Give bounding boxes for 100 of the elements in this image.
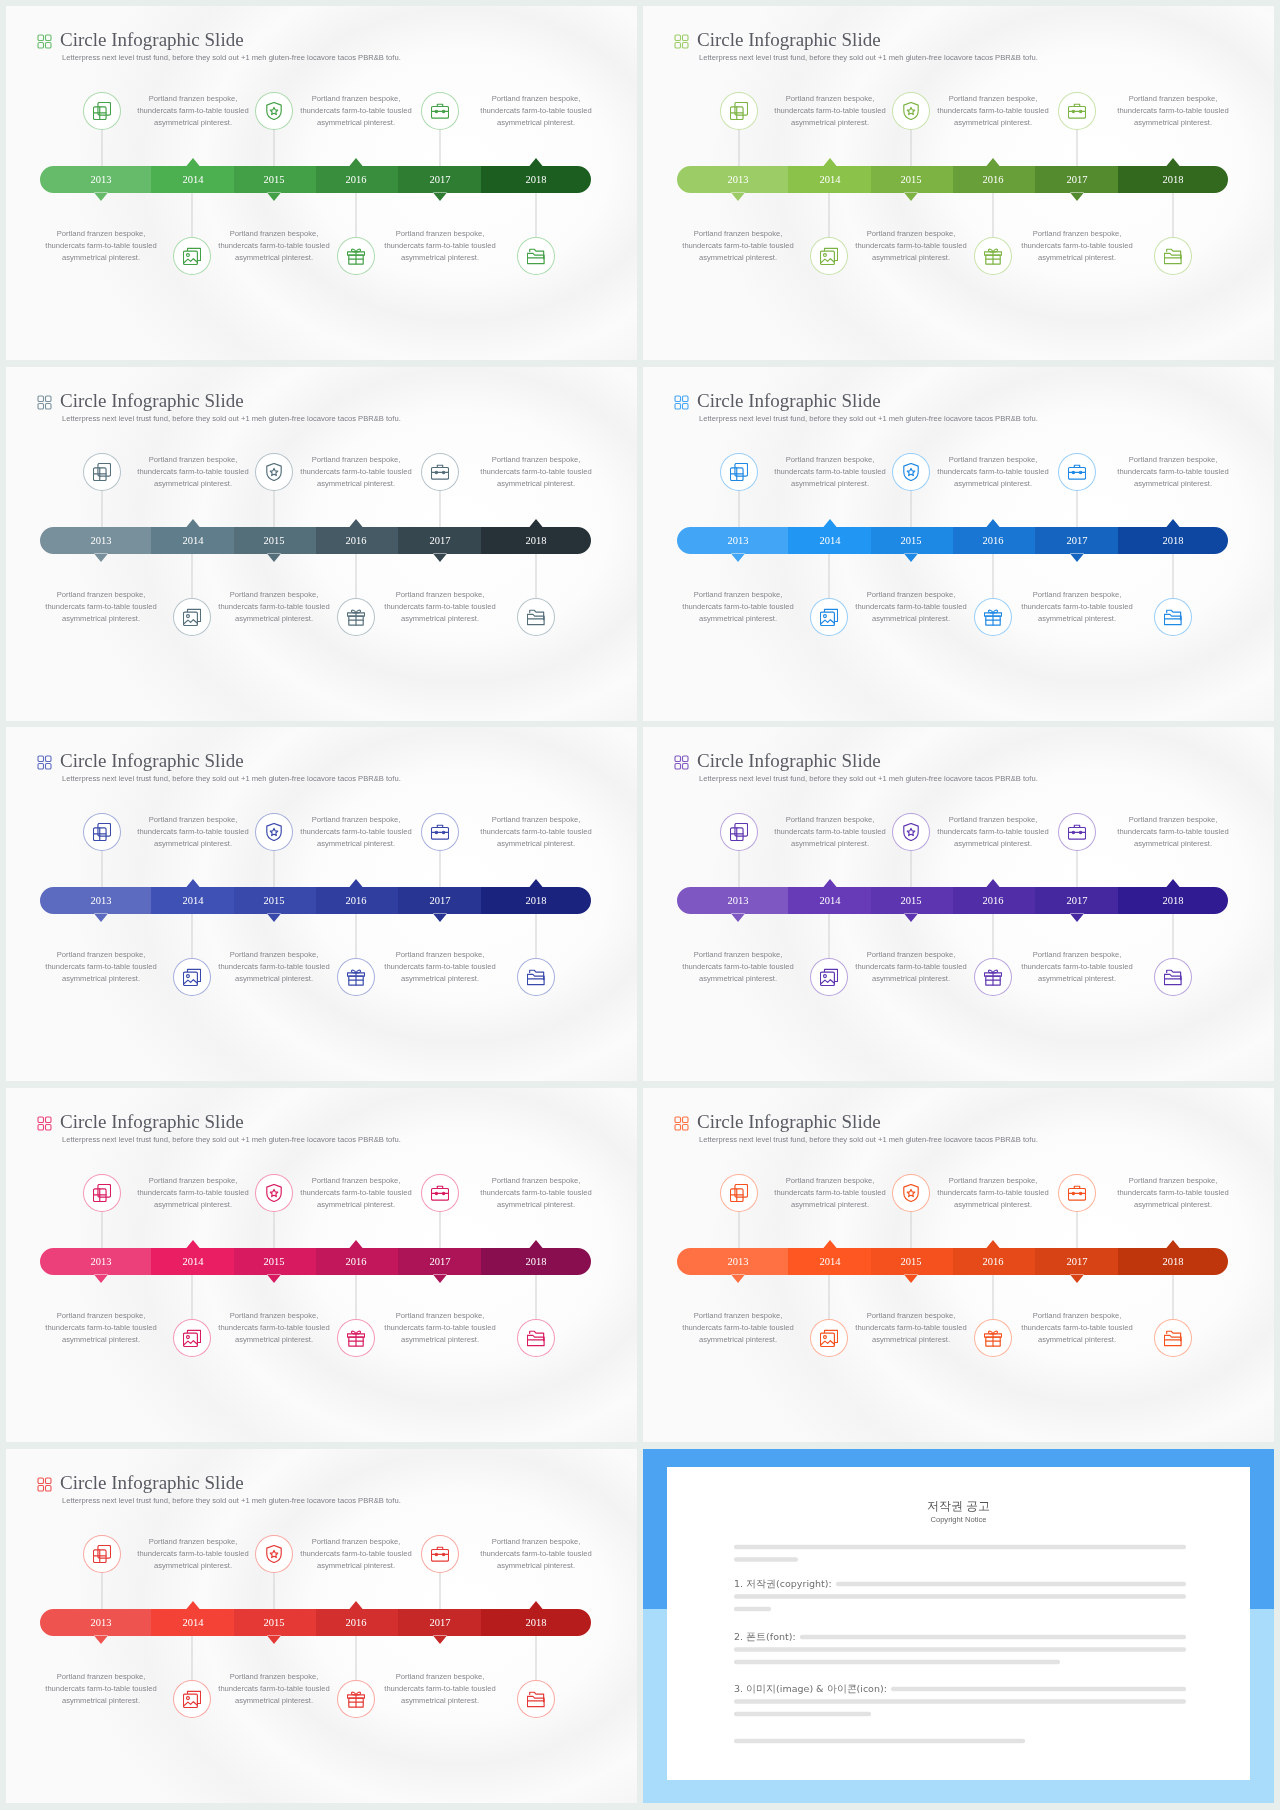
- icon-circle: [337, 598, 375, 636]
- timeline-segment: 2016: [316, 519, 398, 554]
- timeline-segment: 2013: [677, 887, 788, 922]
- icon-circle: [517, 598, 555, 636]
- slide-title: Circle Infographic Slide: [697, 389, 881, 413]
- icon-circle: [810, 958, 848, 996]
- icon-circle: [1058, 453, 1096, 491]
- icon-circle: [337, 958, 375, 996]
- timeline-segment: 2017: [398, 1248, 481, 1283]
- timeline-segment: 2018: [1118, 879, 1228, 914]
- icon-circle: [421, 453, 459, 491]
- slide-card: [643, 1088, 1274, 1442]
- timeline-segment: 2015: [871, 1248, 953, 1283]
- icon-circle: [1058, 92, 1096, 130]
- icon-circle: [255, 813, 293, 851]
- icon-circle: [720, 813, 758, 851]
- timeline-segment: 2015: [234, 887, 316, 922]
- timeline-segment: 2016: [953, 519, 1035, 554]
- slide-card: [6, 1449, 637, 1803]
- slide-title: Circle Infographic Slide: [60, 1471, 244, 1495]
- icon-circle: [517, 1319, 555, 1357]
- icon-circle: [1058, 813, 1096, 851]
- icon-circle: [974, 237, 1012, 275]
- timeline-segment: 2013: [40, 527, 151, 562]
- icon-circle: [1154, 958, 1192, 996]
- timeline-segment: 2014: [788, 519, 871, 554]
- icon-circle: [892, 1174, 930, 1212]
- timeline-segment: 2018: [1118, 519, 1228, 554]
- slide-card: [6, 727, 637, 1081]
- timeline-segment: 2013: [40, 887, 151, 922]
- icon-circle: [173, 1319, 211, 1357]
- timeline-segment: 2016: [316, 1601, 398, 1636]
- timeline-segment: 2015: [234, 166, 316, 201]
- icon-circle: [173, 237, 211, 275]
- icon-circle: [892, 453, 930, 491]
- timeline-segment: 2013: [677, 166, 788, 201]
- timeline-segment: 2017: [398, 1609, 481, 1644]
- timeline-segment: 2016: [953, 158, 1035, 193]
- timeline-segment: 2017: [1035, 887, 1118, 922]
- slide-card: [6, 1088, 637, 1442]
- timeline-segment: 2014: [151, 158, 234, 193]
- timeline-segment: 2014: [788, 879, 871, 914]
- icon-circle: [83, 453, 121, 491]
- timeline-segment: 2013: [40, 1248, 151, 1283]
- icon-circle: [173, 1680, 211, 1718]
- timeline-segment: 2018: [481, 519, 591, 554]
- icon-circle: [421, 92, 459, 130]
- icon-circle: [974, 598, 1012, 636]
- timeline-segment: 2014: [151, 1601, 234, 1636]
- icon-circle: [974, 1319, 1012, 1357]
- icon-circle: [974, 958, 1012, 996]
- slide-card: [643, 367, 1274, 721]
- icon-circle: [810, 598, 848, 636]
- icon-circle: [517, 237, 555, 275]
- slide-title: Circle Infographic Slide: [697, 1110, 881, 1134]
- icon-circle: [892, 813, 930, 851]
- timeline-segment: 2014: [151, 519, 234, 554]
- timeline-segment: 2015: [234, 527, 316, 562]
- timeline-segment: 2015: [871, 166, 953, 201]
- icon-circle: [720, 1174, 758, 1212]
- icon-circle: [810, 1319, 848, 1357]
- icon-circle: [255, 453, 293, 491]
- timeline-segment: 2017: [398, 887, 481, 922]
- icon-circle: [1154, 598, 1192, 636]
- icon-circle: [720, 92, 758, 130]
- icon-circle: [517, 1680, 555, 1718]
- timeline-segment: 2017: [398, 166, 481, 201]
- icon-circle: [255, 1535, 293, 1573]
- icon-circle: [892, 92, 930, 130]
- icon-circle: [720, 453, 758, 491]
- icon-circle: [421, 813, 459, 851]
- icon-circle: [173, 598, 211, 636]
- slide-card: [643, 727, 1274, 1081]
- timeline-segment: 2018: [1118, 158, 1228, 193]
- timeline-segment: 2016: [953, 879, 1035, 914]
- timeline-segment: 2014: [788, 158, 871, 193]
- timeline-segment: 2018: [481, 158, 591, 193]
- timeline-segment: 2018: [481, 879, 591, 914]
- timeline-segment: 2015: [234, 1248, 316, 1283]
- icon-circle: [810, 237, 848, 275]
- slide-title: Circle Infographic Slide: [697, 28, 881, 52]
- slide-title: Circle Infographic Slide: [60, 28, 244, 52]
- icon-circle: [173, 958, 211, 996]
- timeline-segment: 2014: [151, 879, 234, 914]
- timeline-segment: 2013: [40, 1609, 151, 1644]
- timeline-segment: 2018: [1118, 1240, 1228, 1275]
- icon-circle: [83, 92, 121, 130]
- icon-circle: [83, 813, 121, 851]
- slide-title: Circle Infographic Slide: [60, 389, 244, 413]
- timeline-segment: 2015: [871, 527, 953, 562]
- timeline-segment: 2015: [234, 1609, 316, 1644]
- icon-circle: [255, 92, 293, 130]
- timeline-segment: 2013: [677, 1248, 788, 1283]
- timeline-segment: 2018: [481, 1240, 591, 1275]
- timeline-segment: 2017: [398, 527, 481, 562]
- icon-circle: [255, 1174, 293, 1212]
- icon-circle: [337, 1680, 375, 1718]
- icon-circle: [337, 237, 375, 275]
- icon-circle: [517, 958, 555, 996]
- timeline-segment: 2016: [953, 1240, 1035, 1275]
